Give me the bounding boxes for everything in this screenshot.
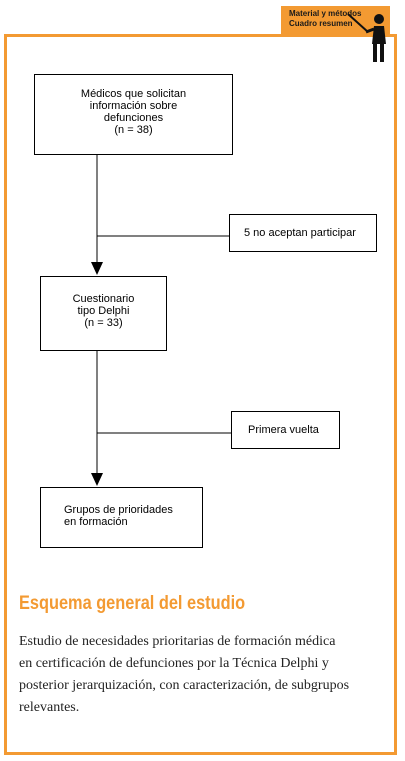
flow-box-cuestionario-line: tipo Delphi [77,305,130,317]
flow-box-grupos: Grupos de prioridades en formación [40,487,203,548]
summary-description-line: Estudio de necesidades prioritarias de f… [19,634,336,649]
flow-box-medicos-line: Médicos que solicitan [80,88,187,100]
section-tab-title: Material y métodos [289,9,362,18]
summary-description: Estudio de necesidades prioritarias de f… [19,631,389,719]
flow-box-medicos: Médicos que solicitan información sobre … [34,74,233,155]
flow-side-box-excluded-label: 5 no aceptan participar [244,227,356,239]
flow-box-grupos-line: en formación [64,516,128,528]
flow-box-cuestionario-line: (n = 33) [84,317,123,329]
flow-side-box-round-label: Primera vuelta [248,424,319,436]
summary-description-line: relevantes. [19,700,80,715]
flow-box-cuestionario: Cuestionario tipo Delphi (n = 33) [40,276,167,351]
flow-side-box-excluded: 5 no aceptan participar [229,214,377,252]
flow-box-grupos-line: Grupos de prioridades [64,504,173,516]
summary-title: Esquema general del estudio [19,593,246,614]
flow-box-medicos-line: defunciones [103,112,164,124]
presenter-icon [347,13,386,62]
flow-side-box-round: Primera vuelta [231,411,340,449]
summary-description-line: en certificación de defunciones por la T… [19,656,329,671]
arrowhead-2 [91,473,103,486]
flow-box-medicos-line: información sobre [89,100,178,112]
section-tab-subtitle: Cuadro resumen [289,19,353,28]
summary-description-line: posterior jerarquización, con caracteriz… [19,678,350,693]
summary-frame [4,34,397,755]
flow-box-cuestionario-line: Cuestionario [72,293,135,305]
arrowhead-1 [91,262,103,275]
flow-box-medicos-line: (n = 38) [114,124,153,136]
